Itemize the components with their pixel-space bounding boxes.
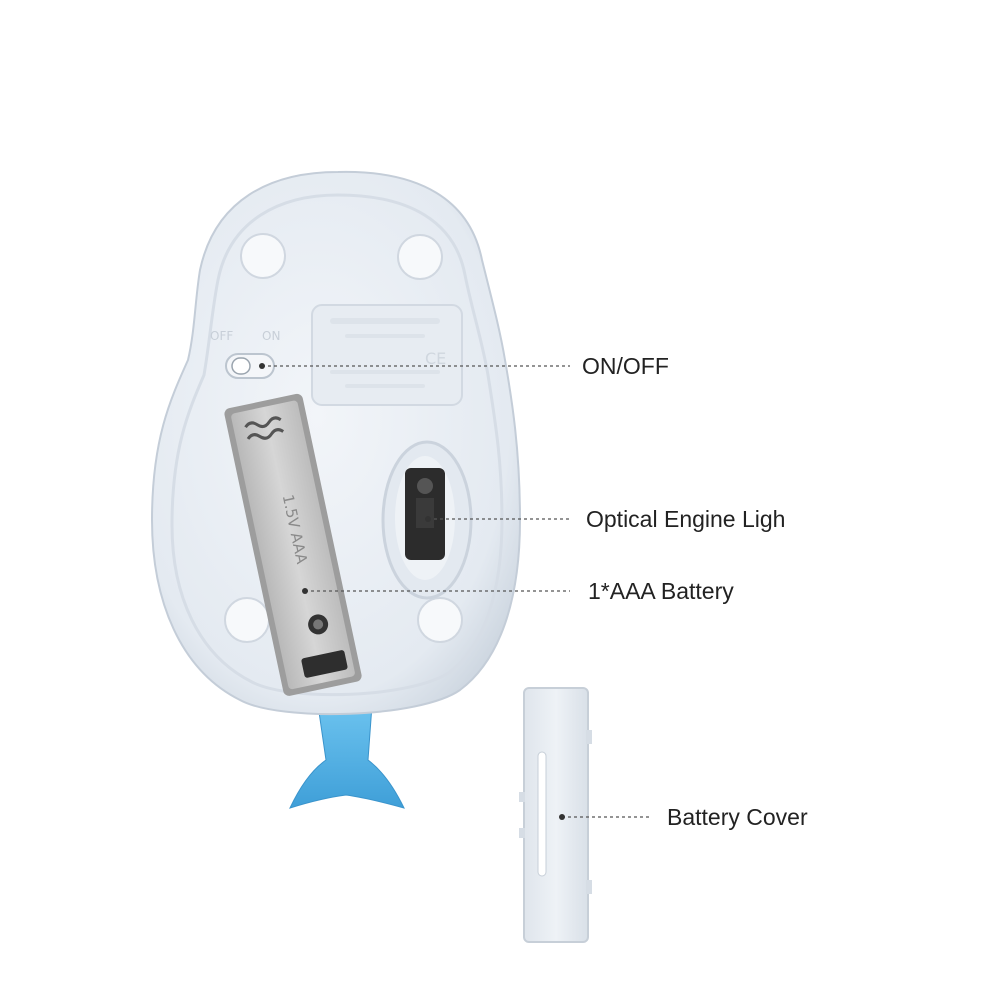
battery-cover (519, 687, 592, 943)
battery-tray: 1.5V AAA (224, 393, 362, 696)
leader-lines (259, 363, 650, 820)
foot-pad-top-left (240, 233, 286, 279)
callout-optical-engine: Optical Engine Ligh (586, 506, 786, 532)
label-plate: CE (311, 304, 463, 406)
switch-on-text: ON (262, 329, 280, 343)
callout-battery-cover: Battery Cover (667, 804, 808, 830)
callout-on-off: ON/OFF (582, 353, 669, 379)
callout-battery: 1*AAA Battery (588, 578, 734, 604)
ce-mark: CE (425, 349, 446, 368)
foot-pad-bottom-left (224, 597, 270, 643)
tail-fin (289, 704, 405, 809)
foot-pad-top-right (397, 234, 443, 280)
foot-pad-bottom-right (417, 597, 463, 643)
switch-off-text: OFF (210, 329, 233, 343)
power-switch[interactable]: OFF ON (210, 329, 280, 379)
